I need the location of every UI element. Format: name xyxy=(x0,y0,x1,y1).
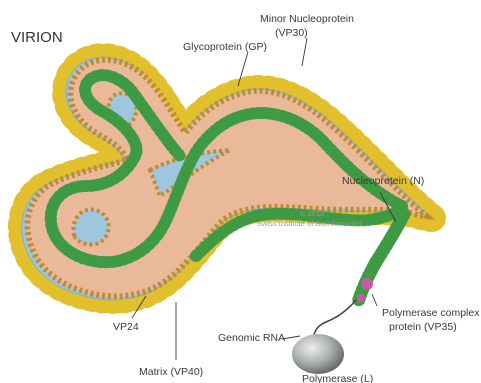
label-matrix: Matrix (VP40) xyxy=(139,366,203,378)
polymerase-complex xyxy=(292,300,356,374)
vp35-bead-2 xyxy=(357,294,365,302)
label-nucleoprotein: Nucleoprotein (N) xyxy=(342,175,424,187)
label-minor-nucleoprotein: Minor Nucleoprotein (VP30) xyxy=(260,13,357,39)
label-polymerase: Polymerase (L) xyxy=(302,373,373,383)
label-vp24: VP24 xyxy=(113,321,139,333)
polymerase-l-body xyxy=(292,334,344,374)
vp35-bead xyxy=(361,278,373,290)
figure-title: VIRION xyxy=(11,29,63,46)
label-glycoprotein: Glycoprotein (GP) xyxy=(183,41,267,53)
released-nucleocapsid xyxy=(357,214,404,302)
label-genomic-rna: Genomic RNA xyxy=(218,332,285,344)
label-polymerase-complex: Polymerase complex protein (VP35) xyxy=(382,307,481,333)
